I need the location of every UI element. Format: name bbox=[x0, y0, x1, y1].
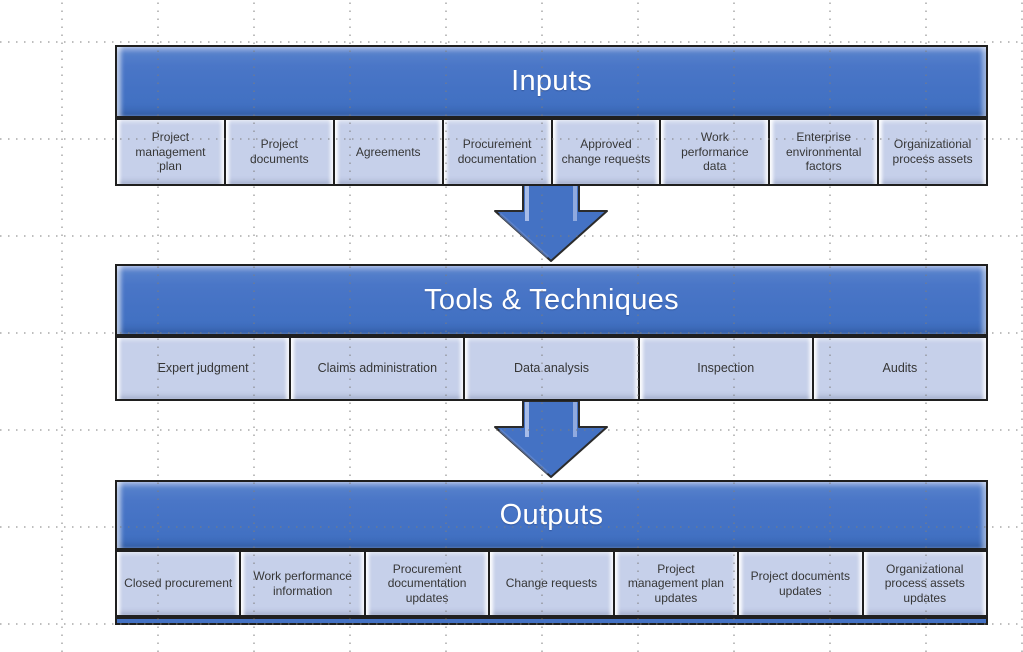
item-label: Claims administration bbox=[317, 360, 438, 375]
input-item-box: Enterprise environmental factors bbox=[768, 118, 880, 186]
input-item-box: Agreements bbox=[332, 118, 444, 186]
output-item-box: Change requests bbox=[488, 550, 615, 617]
item-label: Organizational process assets updates bbox=[884, 561, 965, 605]
item-label: Project management plan bbox=[135, 130, 206, 174]
item-label: Organizational process assets bbox=[892, 137, 973, 166]
output-item-box: Procurement documentation updates bbox=[363, 550, 491, 617]
tool-item-box: Expert judgment bbox=[115, 336, 292, 401]
inputs-banner: Inputs bbox=[115, 45, 988, 118]
item-label: Project documents bbox=[249, 137, 309, 166]
down-arrow-icon bbox=[494, 401, 608, 478]
input-item-box: Project documents bbox=[223, 118, 335, 186]
down-arrow-icon bbox=[494, 185, 608, 262]
tool-item-box: Claims administration bbox=[289, 336, 466, 401]
item-label: Change requests bbox=[505, 576, 598, 591]
tools-title: Tools & Techniques bbox=[424, 283, 679, 316]
item-label: Work performance information bbox=[253, 568, 352, 598]
input-item-box: Work performance data bbox=[659, 118, 771, 186]
tool-item-box: Inspection bbox=[637, 336, 814, 401]
outputs-title: Outputs bbox=[499, 498, 604, 531]
tool-item-box: Audits bbox=[811, 336, 989, 401]
item-label: Agreements bbox=[355, 144, 421, 159]
input-item-box: Organizational process assets bbox=[877, 118, 988, 186]
item-label: Audits bbox=[882, 360, 918, 375]
outputs-item-row: Closed procurement Work performance info… bbox=[115, 550, 988, 617]
item-label: Closed procurement bbox=[124, 576, 233, 591]
tools-item-row: Expert judgment Claims administration Da… bbox=[115, 336, 989, 401]
tool-item-box: Data analysis bbox=[463, 336, 640, 401]
output-item-box: Closed procurement bbox=[115, 550, 242, 617]
output-item-box: Organizational process assets updates bbox=[861, 550, 988, 617]
input-item-box: Approved change requests bbox=[550, 118, 662, 186]
tools-banner: Tools & Techniques bbox=[115, 264, 988, 336]
input-item-box: Procurement documentation bbox=[441, 118, 553, 186]
inputs-item-row: Project management plan Project document… bbox=[115, 118, 988, 186]
inputs-title: Inputs bbox=[511, 65, 592, 97]
outputs-banner: Outputs bbox=[115, 480, 988, 550]
output-item-box: Project documents updates bbox=[737, 550, 864, 617]
item-label: Inspection bbox=[697, 360, 755, 375]
output-item-box: Work performance information bbox=[239, 550, 366, 617]
outputs-bottom-strip bbox=[115, 617, 988, 625]
item-label: Procurement documentation bbox=[457, 137, 537, 166]
item-label: Enterprise environmental factors bbox=[786, 130, 862, 174]
item-label: Work performance data bbox=[681, 130, 749, 174]
output-item-box: Project management plan updates bbox=[612, 550, 740, 617]
input-item-box: Project management plan bbox=[115, 118, 226, 186]
item-label: Project management plan updates bbox=[627, 561, 724, 605]
item-label: Data analysis bbox=[513, 360, 590, 375]
item-label: Project documents updates bbox=[750, 568, 851, 598]
item-label: Expert judgment bbox=[157, 360, 249, 375]
item-label: Approved change requests bbox=[561, 137, 651, 166]
item-label: Procurement documentation updates bbox=[387, 561, 467, 605]
